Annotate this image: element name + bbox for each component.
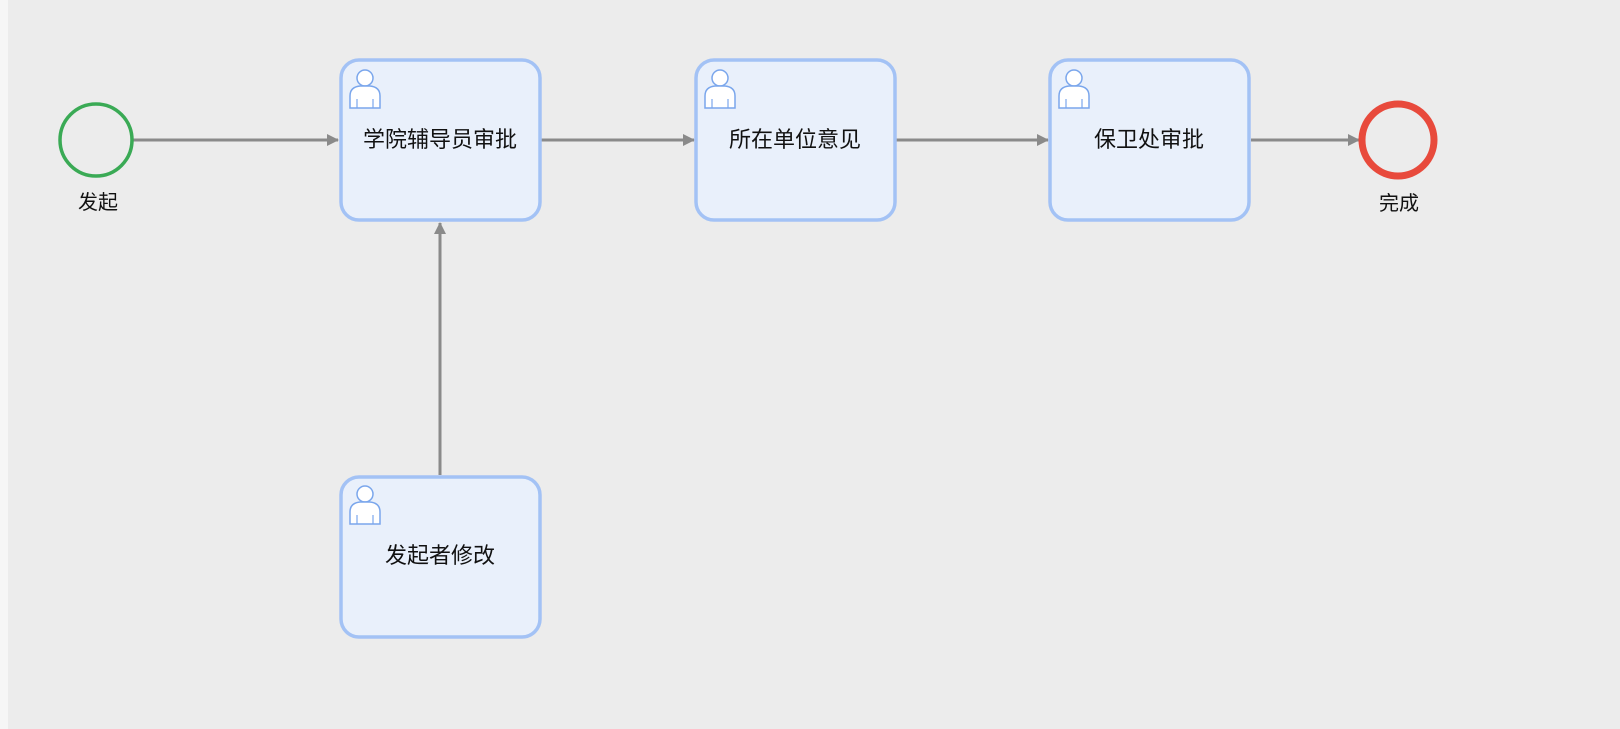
end-event-label: 完成	[1379, 191, 1419, 215]
user-icon	[349, 69, 381, 109]
task-unit-opinion[interactable]: 所在单位意见	[694, 58, 897, 222]
user-icon	[349, 485, 381, 525]
task-initiator-modify[interactable]: 发起者修改	[339, 475, 542, 639]
start-event-label: 发起	[78, 190, 118, 214]
user-icon	[1058, 69, 1090, 109]
task-label: 学院辅导员审批	[363, 128, 517, 153]
task-security-approval[interactable]: 保卫处审批	[1048, 58, 1251, 222]
task-label: 所在单位意见	[729, 128, 861, 153]
start-event[interactable]: 发起	[58, 102, 134, 214]
task-counselor-approval[interactable]: 学院辅导员审批	[339, 58, 542, 222]
task-label: 保卫处审批	[1094, 128, 1204, 153]
task-label: 发起者修改	[385, 544, 495, 569]
user-icon	[704, 69, 736, 109]
sequence-flows	[132, 134, 1360, 475]
canvas-left-edge	[0, 0, 8, 729]
end-event[interactable]: 完成	[1358, 100, 1438, 215]
